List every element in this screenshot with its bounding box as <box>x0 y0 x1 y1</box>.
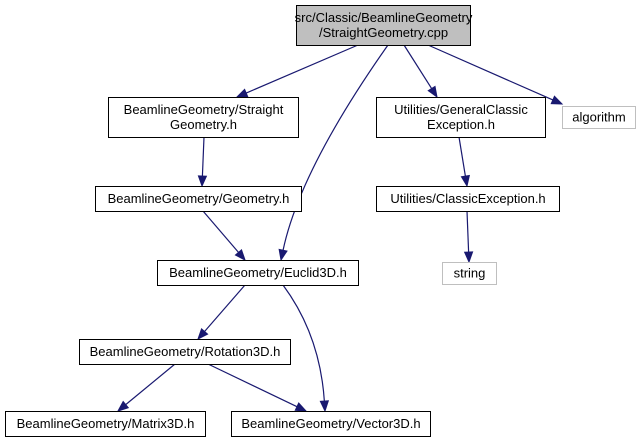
arrowhead <box>116 400 130 412</box>
node-box <box>376 97 546 138</box>
arrowhead <box>550 95 564 105</box>
edge-line <box>202 210 239 253</box>
edges-layer <box>116 44 564 413</box>
edge-rotation3d_h-to-vector3d_h <box>207 363 308 412</box>
edge-euclid3d_h-to-vector3d_h <box>282 284 330 413</box>
edge-straight_geometry_h-to-geometry_h <box>197 136 208 188</box>
arrowhead <box>234 248 246 262</box>
arrowhead <box>197 175 208 188</box>
node-box <box>157 260 359 286</box>
edge-line <box>125 363 176 406</box>
node-geometry-h[interactable]: BeamlineGeometry/Geometry.h <box>95 186 302 212</box>
node-label: BeamlineGeometry/Vector3D.h <box>241 416 420 431</box>
node-label: algorithm <box>572 110 625 125</box>
edge-root-to-euclid3d_h <box>278 44 389 262</box>
node-rotation3d-h[interactable]: BeamlineGeometry/Rotation3D.h <box>79 339 291 365</box>
arrowhead <box>235 88 249 98</box>
node-box <box>442 262 497 285</box>
node-box <box>95 186 302 212</box>
node-box <box>79 339 291 365</box>
node-root[interactable]: src/Classic/BeamlineGeometry/StraightGeo… <box>295 5 473 46</box>
node-box <box>231 411 431 437</box>
edge-line <box>458 136 466 177</box>
node-matrix3d-h[interactable]: BeamlineGeometry/Matrix3D.h <box>5 411 206 437</box>
edge-classic_exception_h-to-string <box>463 210 474 264</box>
node-box <box>108 97 299 138</box>
node-label: Utilities/ClassicException.h <box>390 191 545 206</box>
node-box <box>5 411 206 437</box>
node-label: BeamlineGeometry/Rotation3D.h <box>90 344 281 359</box>
arrowhead <box>278 248 288 262</box>
node-straight-geometry-h[interactable]: BeamlineGeometry/StraightGeometry.h <box>108 97 299 138</box>
node-label: BeamlineGeometry/Euclid3D.h <box>169 265 347 280</box>
edge-euclid3d_h-to-rotation3d_h <box>197 284 246 341</box>
node-vector3d-h[interactable]: BeamlineGeometry/Vector3D.h <box>231 411 431 437</box>
nodes-layer: src/Classic/BeamlineGeometry/StraightGeo… <box>5 5 636 437</box>
arrowhead <box>463 251 474 264</box>
node-label: Utilities/GeneralClassic <box>394 102 528 117</box>
node-box <box>296 5 471 46</box>
node-label: BeamlineGeometry/Geometry.h <box>108 191 290 206</box>
edge-geometry_h-to-euclid3d_h <box>202 210 246 262</box>
edge-line <box>207 363 298 408</box>
node-label: BeamlineGeometry/Matrix3D.h <box>17 416 195 431</box>
edge-root-to-algorithm <box>427 44 564 105</box>
arrowhead <box>197 327 209 341</box>
edge-general_classic_exception_h-to-classic_exception_h <box>458 136 470 188</box>
node-label: BeamlineGeometry/Straight <box>124 102 284 117</box>
node-euclid3d-h[interactable]: BeamlineGeometry/Euclid3D.h <box>157 260 359 286</box>
edge-line <box>466 210 470 253</box>
node-label: Exception.h <box>427 117 495 132</box>
edge-line <box>427 44 554 101</box>
node-label: string <box>454 266 486 281</box>
edge-root-to-straight_geometry_h <box>235 44 359 98</box>
node-label: src/Classic/BeamlineGeometry <box>295 10 473 25</box>
edge-line <box>282 284 325 402</box>
edge-line <box>245 44 359 94</box>
node-string[interactable]: string <box>442 262 497 285</box>
node-label: Geometry.h <box>170 117 237 132</box>
edge-line <box>403 44 433 89</box>
node-label: /StraightGeometry.cpp <box>319 25 448 40</box>
arrowhead <box>319 400 330 413</box>
node-box <box>562 106 636 129</box>
node-box <box>376 186 560 212</box>
arrowhead <box>294 402 308 412</box>
node-classic-exception-h[interactable]: Utilities/ClassicException.h <box>376 186 560 212</box>
arrowhead <box>460 174 470 188</box>
edge-line <box>282 44 389 251</box>
node-algorithm[interactable]: algorithm <box>562 106 636 129</box>
arrowhead <box>427 85 438 99</box>
edge-rotation3d_h-to-matrix3d_h <box>116 363 176 412</box>
edge-line <box>201 136 205 177</box>
edge-root-to-general_classic_exception_h <box>403 44 438 99</box>
edge-line <box>204 284 246 332</box>
